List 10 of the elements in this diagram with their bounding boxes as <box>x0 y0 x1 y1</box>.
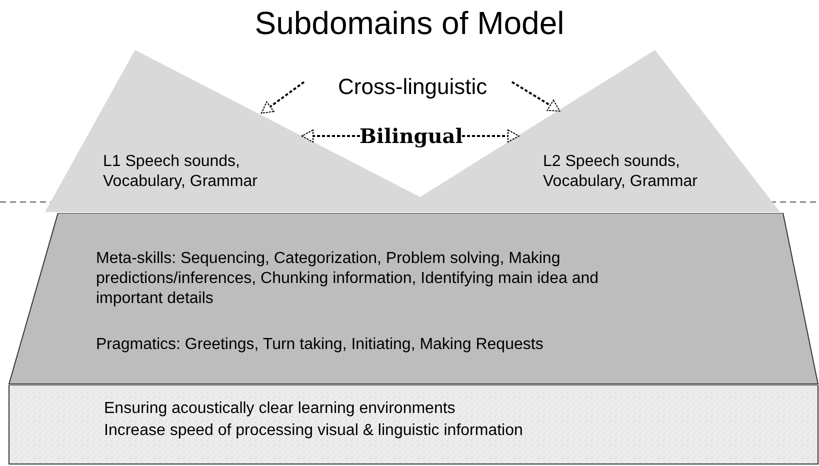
text-label: Increase speed of processing visual & linguistic information <box>104 421 524 441</box>
text-label: L2 Speech sounds, Vocabulary, Grammar <box>543 152 698 192</box>
arrow <box>511 81 560 112</box>
text-label: Cross-linguistic <box>336 74 511 100</box>
text-label: L1 Speech sounds, Vocabulary, Grammar <box>103 152 258 192</box>
text-label: Meta-skills: Sequencing, Categorization, Problem solving, Making predictions/inferences, Chunking information, Identifying main idea and important details <box>96 249 600 309</box>
text-label: Pragmatics: Greetings, Turn taking, Initiating, Making Requests <box>96 335 544 355</box>
text-label: Ensuring acoustically clear learning environments <box>104 399 456 419</box>
diagram-title: Subdomains of Model <box>254 4 566 42</box>
arrow <box>260 81 305 114</box>
